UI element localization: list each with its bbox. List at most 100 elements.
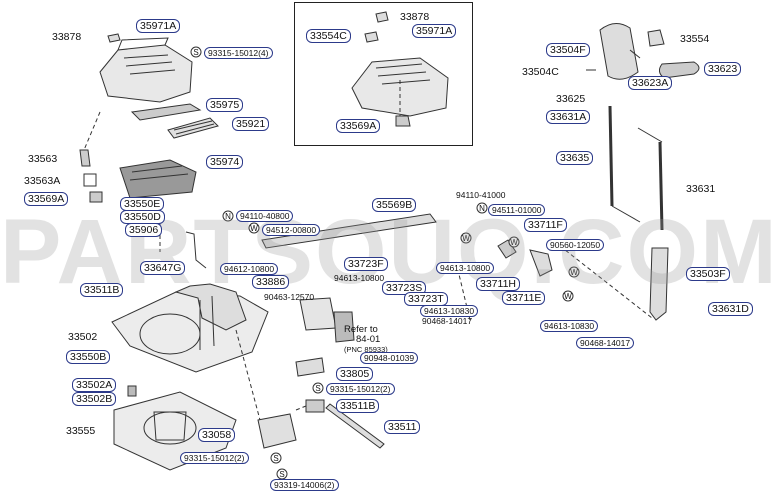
symbol-w-1: W [248,222,260,234]
label-33563[interactable]: 33563 [28,153,58,165]
label-33550e[interactable]: 33550E [120,197,165,211]
label-33886[interactable]: 33886 [252,275,290,289]
shaft-33511-part [325,403,385,449]
svg-text:S: S [193,48,198,57]
svg-text:N: N [225,212,231,221]
base-33502-part [111,291,269,373]
symbol-s-4: S [276,468,288,480]
label-33563a[interactable]: 33563A [24,175,61,187]
label-94613-10800-b[interactable]: 94613-10800 [436,262,495,274]
svg-text:W: W [570,268,578,277]
label-94613-10830-b[interactable]: 94613-10830 [540,320,599,332]
label-33723t[interactable]: 33723T [404,292,448,306]
knob-33623-part [658,61,700,79]
label-33502a[interactable]: 33502A [72,378,117,392]
label-33631d[interactable]: 33631D [708,302,753,316]
symbol-n-2: N [476,202,488,214]
label-33625[interactable]: 33625 [556,93,586,105]
refer-to-note: Refer to 84-01 (PNC 85933) [344,325,388,355]
rod-33635-part [608,105,614,207]
label-33511b-lower[interactable]: 33511B [336,399,380,413]
label-35974[interactable]: 35974 [206,155,244,169]
label-33635[interactable]: 33635 [556,151,594,165]
label-35971a[interactable]: 35971A [136,19,181,33]
refer-line-1: Refer to [344,324,378,335]
clip-33878a-part [107,33,121,43]
svg-text:S: S [315,384,320,393]
label-33723f[interactable]: 33723F [344,257,388,271]
label-35975[interactable]: 35975 [206,98,244,112]
label-35906[interactable]: 35906 [125,223,163,237]
label-33631a[interactable]: 33631A [546,110,591,124]
symbol-w-3: W [508,236,520,248]
label-33502b[interactable]: 33502B [72,392,117,406]
bar-35975-part [130,103,202,121]
label-90560-12050[interactable]: 90560-12050 [546,239,605,251]
svg-text:W: W [564,292,572,301]
label-33504c[interactable]: 33504C [522,66,559,78]
label-94612-10800[interactable]: 94612-10800 [220,263,279,275]
label-90948-01039[interactable]: 90948-01039 [360,352,419,364]
housing-33555-part [113,391,237,471]
label-93315-15012-4[interactable]: 93315-15012(4) [204,47,273,59]
label-93319-14006-2[interactable]: 93319-14006(2) [270,479,339,491]
label-33569a[interactable]: 33569A [24,192,69,206]
label-33647g[interactable]: 33647G [140,261,186,275]
label-90468-14017-a[interactable]: 90468-14017 [422,316,473,326]
label-94110-41000[interactable]: 94110-41000 [456,190,506,200]
label-94511-01000[interactable]: 94511-01000 [488,204,546,216]
svg-text:W: W [462,234,470,243]
label-94613-10830-a[interactable]: 94613-10830 [420,305,479,317]
svg-text:N: N [479,204,485,213]
svg-text:S: S [273,454,278,463]
label-33058[interactable]: 33058 [198,428,236,442]
label-33504f[interactable]: 33504F [546,43,590,57]
rod-33631-part [658,141,664,231]
symbol-w-4: W [568,266,580,278]
label-94512-00800[interactable]: 94512-00800 [262,224,321,236]
label-33631[interactable]: 33631 [686,183,716,195]
label-35569b[interactable]: 35569B [372,198,417,212]
label-33554[interactable]: 33554 [680,33,710,45]
label-94110-40800[interactable]: 94110-40800 [236,210,294,222]
label-33711h[interactable]: 33711H [476,277,521,291]
cover-35971a-part [99,44,193,103]
label-33550b[interactable]: 33550B [66,350,111,364]
label-33623a[interactable]: 33623A [628,76,673,90]
label-93315-15012-2-b[interactable]: 93315-15012(2) [180,452,249,464]
refer-line-2: 84-01 [356,334,381,345]
label-33711f[interactable]: 33711F [524,218,567,232]
label-33555[interactable]: 33555 [66,425,96,437]
label-33569a-inset[interactable]: 33569A [336,119,381,133]
refer-line-3: (PNC 85933) [344,345,388,354]
label-33623[interactable]: 33623 [704,62,742,76]
label-33554c[interactable]: 33554C [306,29,351,43]
cover-35974-part [119,159,197,199]
label-35971a-inset[interactable]: 35971A [412,24,457,38]
label-33502[interactable]: 33502 [68,331,98,343]
label-33511b[interactable]: 33511B [80,283,124,297]
symbol-n-1: N [222,210,234,222]
label-33511[interactable]: 33511 [384,420,421,434]
svg-text:W: W [250,224,258,233]
label-90463-12570[interactable]: 90463-12570 [264,292,315,302]
label-33878[interactable]: 33878 [52,31,82,43]
label-33503f[interactable]: 33503F [686,267,730,281]
label-90468-14017-b[interactable]: 90468-14017 [576,337,635,349]
label-33550d[interactable]: 33550D [120,210,165,224]
knob-33504f-part [599,23,639,80]
inset-clip-part [364,31,379,43]
symbol-s-3: S [270,452,282,464]
label-33805[interactable]: 33805 [336,367,374,381]
label-33711e[interactable]: 33711E [502,291,546,305]
label-94613-10800-a[interactable]: 94613-10800 [334,273,385,283]
svg-text:W: W [510,238,518,247]
symbol-s-1: S [190,46,202,58]
symbol-s-2: S [312,382,324,394]
label-35921[interactable]: 35921 [232,117,270,131]
symbol-w-2: W [460,232,472,244]
label-33878-inset[interactable]: 33878 [400,11,430,23]
label-93315-15012-2-a[interactable]: 93315-15012(2) [326,383,395,395]
